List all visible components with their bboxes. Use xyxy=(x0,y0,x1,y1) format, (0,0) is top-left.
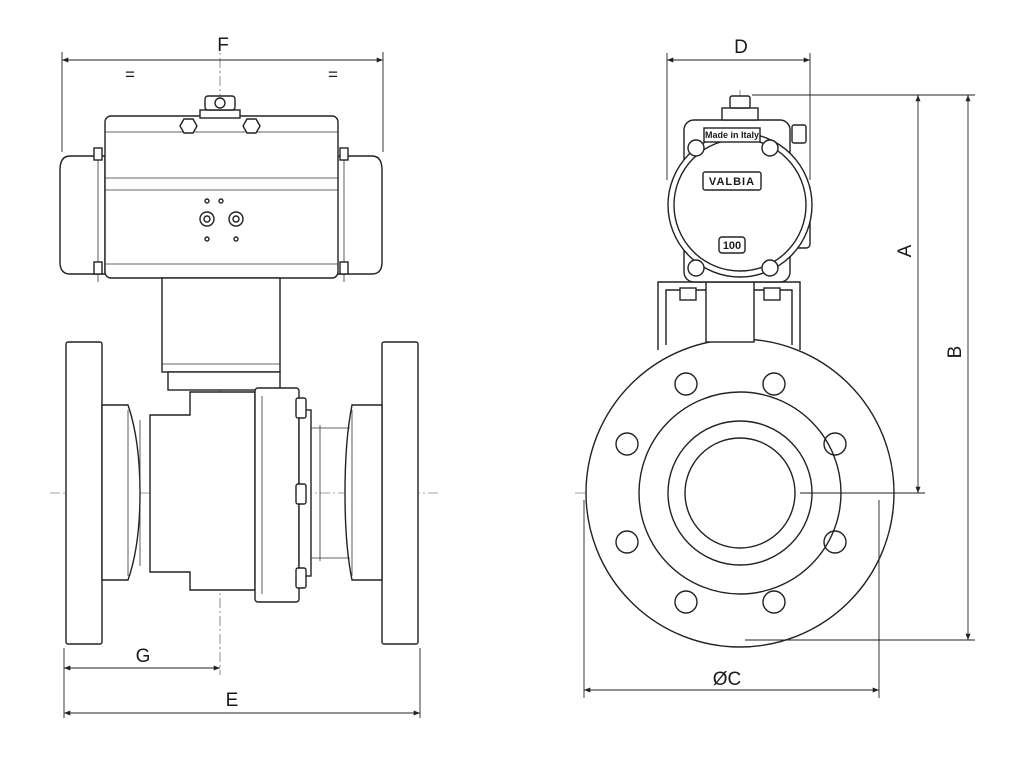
dimension-a: A xyxy=(895,95,921,493)
dimension-c: ØC xyxy=(583,500,880,698)
brand-plate xyxy=(702,171,762,191)
dimension-f-label: F xyxy=(217,35,229,56)
right-flange xyxy=(381,341,419,645)
size-plate xyxy=(718,236,746,254)
equal-mark-right: = xyxy=(328,65,338,84)
actuator-right-endcap xyxy=(336,155,383,275)
mounting-bracket xyxy=(161,277,281,391)
brand-text: VALBIA xyxy=(709,176,755,188)
made-in-text: Made in Italy xyxy=(705,130,759,140)
side-view: Made in Italy VALBIA 100 D A B xyxy=(575,37,975,698)
dimension-f: F = = xyxy=(61,35,384,152)
dimension-e: E xyxy=(64,648,421,718)
dimension-d-label: D xyxy=(734,37,748,58)
side-actuator: Made in Italy VALBIA 100 xyxy=(667,95,813,283)
size-text: 100 xyxy=(723,240,741,252)
dimension-b-label: B xyxy=(945,346,966,359)
actuator-left-endcap xyxy=(59,155,106,275)
dimension-b: B xyxy=(945,95,971,640)
equal-mark-left: = xyxy=(125,65,135,84)
side-bracket xyxy=(657,281,801,350)
dimension-g-label: G xyxy=(136,646,151,667)
pneumatic-actuator xyxy=(59,95,383,282)
dimension-c-label: ØC xyxy=(713,669,742,690)
valve-body xyxy=(65,341,419,645)
left-flange xyxy=(65,341,103,645)
dimension-g: G xyxy=(63,646,221,718)
actuator-body xyxy=(104,115,339,279)
dimension-e-label: E xyxy=(226,690,239,711)
dimension-d: D xyxy=(666,37,811,180)
dimension-a-label: A xyxy=(895,244,916,257)
side-flange xyxy=(585,338,895,648)
made-in-plate xyxy=(703,127,761,143)
front-view: F = = G E xyxy=(50,35,440,718)
